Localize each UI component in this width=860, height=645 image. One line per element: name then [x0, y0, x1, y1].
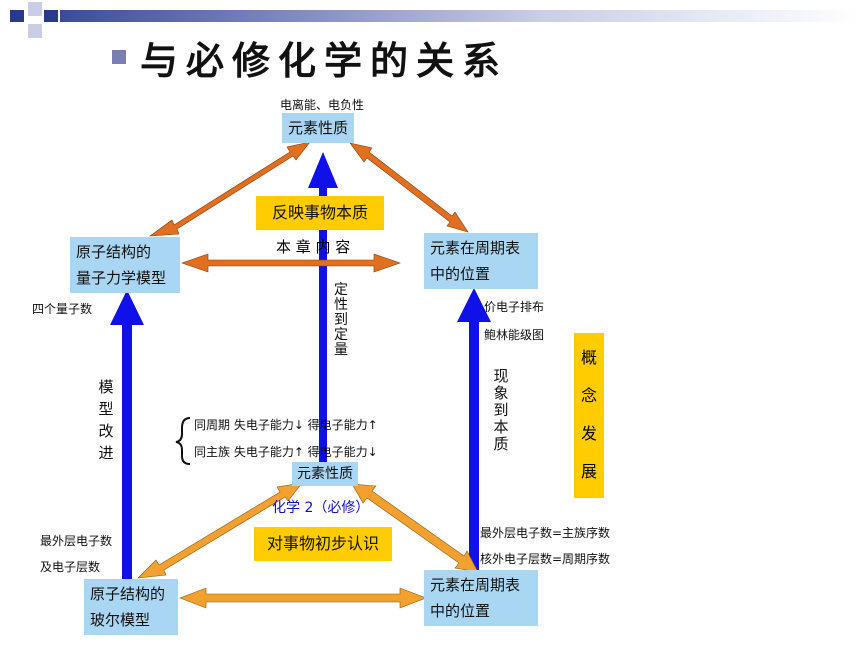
model-improve-char: 进 — [98, 444, 114, 462]
phenomenon-char: 本 — [493, 418, 509, 436]
outer-electrons-left-1: 最外层电子数 — [40, 534, 113, 548]
concept-char: 概 — [580, 348, 597, 367]
concept-char: 展 — [580, 462, 597, 481]
orange-arrow-upper-right — [349, 142, 469, 233]
node-periodic-position-upper-line1: 元素在周期表 — [430, 239, 521, 257]
orange-arrow-upper-horizontal — [181, 253, 401, 273]
node-periodic-position-upper-line2: 中的位置 — [430, 265, 491, 283]
page-title: 与必修化学的关系 — [140, 38, 509, 83]
model-improve-char: 改 — [98, 422, 114, 440]
qual-quant-char: 到 — [334, 312, 348, 328]
same-period-row: 同周期 失电子能力↓ 得电子能力↑ — [194, 418, 378, 432]
qual-quant-char: 性 — [334, 297, 348, 313]
same-group-row: 同主族 失电子能力↑ 得电子能力↓ — [194, 445, 378, 459]
node-periodic-position-lower-line1: 元素在周期表 — [430, 576, 521, 594]
qual-quant-char: 定 — [334, 282, 348, 298]
phenomenon-char: 现 — [493, 367, 509, 385]
chapter-content-label: 本 章 内 容 — [276, 238, 351, 256]
node-periodic-position-upper: 元素在周期表 中的位置 — [424, 233, 538, 289]
blue-arrow-right — [457, 288, 491, 570]
header-decoration — [10, 2, 860, 38]
node-center-element-properties: 元素性质 — [292, 462, 358, 486]
phenomenon-char: 到 — [493, 401, 509, 419]
node-bohr-model: 原子结构的 玻尔模型 — [84, 579, 178, 635]
outer-electrons-left-2: 及电子层数 — [40, 560, 101, 574]
phenomenon-char: 质 — [493, 435, 509, 453]
model-improve-char: 模 — [98, 378, 114, 396]
concept-char: 发 — [580, 424, 597, 443]
pauling-diagram-label: 鲍林能级图 — [484, 328, 545, 342]
node-top-element-properties: 元素性质 — [282, 113, 355, 143]
concept-development-box: 概 念 发 展 — [574, 333, 604, 498]
model-improvement-label: 模 型 改 进 — [96, 376, 116, 464]
qual-quant-char: 定 — [334, 327, 348, 343]
qual-quant-char: 量 — [334, 342, 348, 358]
title-bullet-icon — [112, 50, 126, 64]
node-bohr-model-line1: 原子结构的 — [90, 585, 166, 603]
node-quantum-model-line2: 量子力学模型 — [76, 269, 167, 287]
blue-arrow-center — [308, 152, 338, 465]
outer-electrons-right-2: 核外电子层数=周期序数 — [480, 552, 611, 566]
concept-char: 念 — [580, 386, 597, 405]
node-periodic-position-lower-line2: 中的位置 — [430, 602, 491, 620]
node-bohr-model-line2: 玻尔模型 — [90, 611, 151, 629]
node-periodic-position-lower: 元素在周期表 中的位置 — [424, 570, 538, 626]
four-quantum-numbers-label: 四个量子数 — [32, 302, 93, 316]
phenomenon-to-essence-label: 现 象 到 本 质 — [491, 368, 511, 453]
node-quantum-model-line1: 原子结构的 — [76, 243, 152, 261]
node-quantum-model: 原子结构的 量子力学模型 — [70, 237, 180, 293]
phenomenon-char: 象 — [493, 384, 509, 402]
model-improve-char: 型 — [98, 400, 114, 418]
brace-icon — [175, 417, 191, 465]
chemistry-2-label: 化学 2（必修） — [272, 500, 370, 516]
qual-to-quant-label: 定 性 到 定 量 — [331, 283, 351, 358]
valence-config-label: 价电子排布 — [484, 300, 545, 314]
outer-electrons-right-1: 最外层电子数=主族序数 — [480, 526, 611, 540]
initial-understanding-box: 对事物初步认识 — [254, 527, 392, 561]
blue-arrow-left — [110, 290, 144, 580]
reflect-essence-box: 反映事物本质 — [256, 196, 384, 230]
top-node-label: 电离能、电负性 — [280, 98, 365, 112]
orange-arrow-lower-horizontal — [179, 587, 427, 609]
